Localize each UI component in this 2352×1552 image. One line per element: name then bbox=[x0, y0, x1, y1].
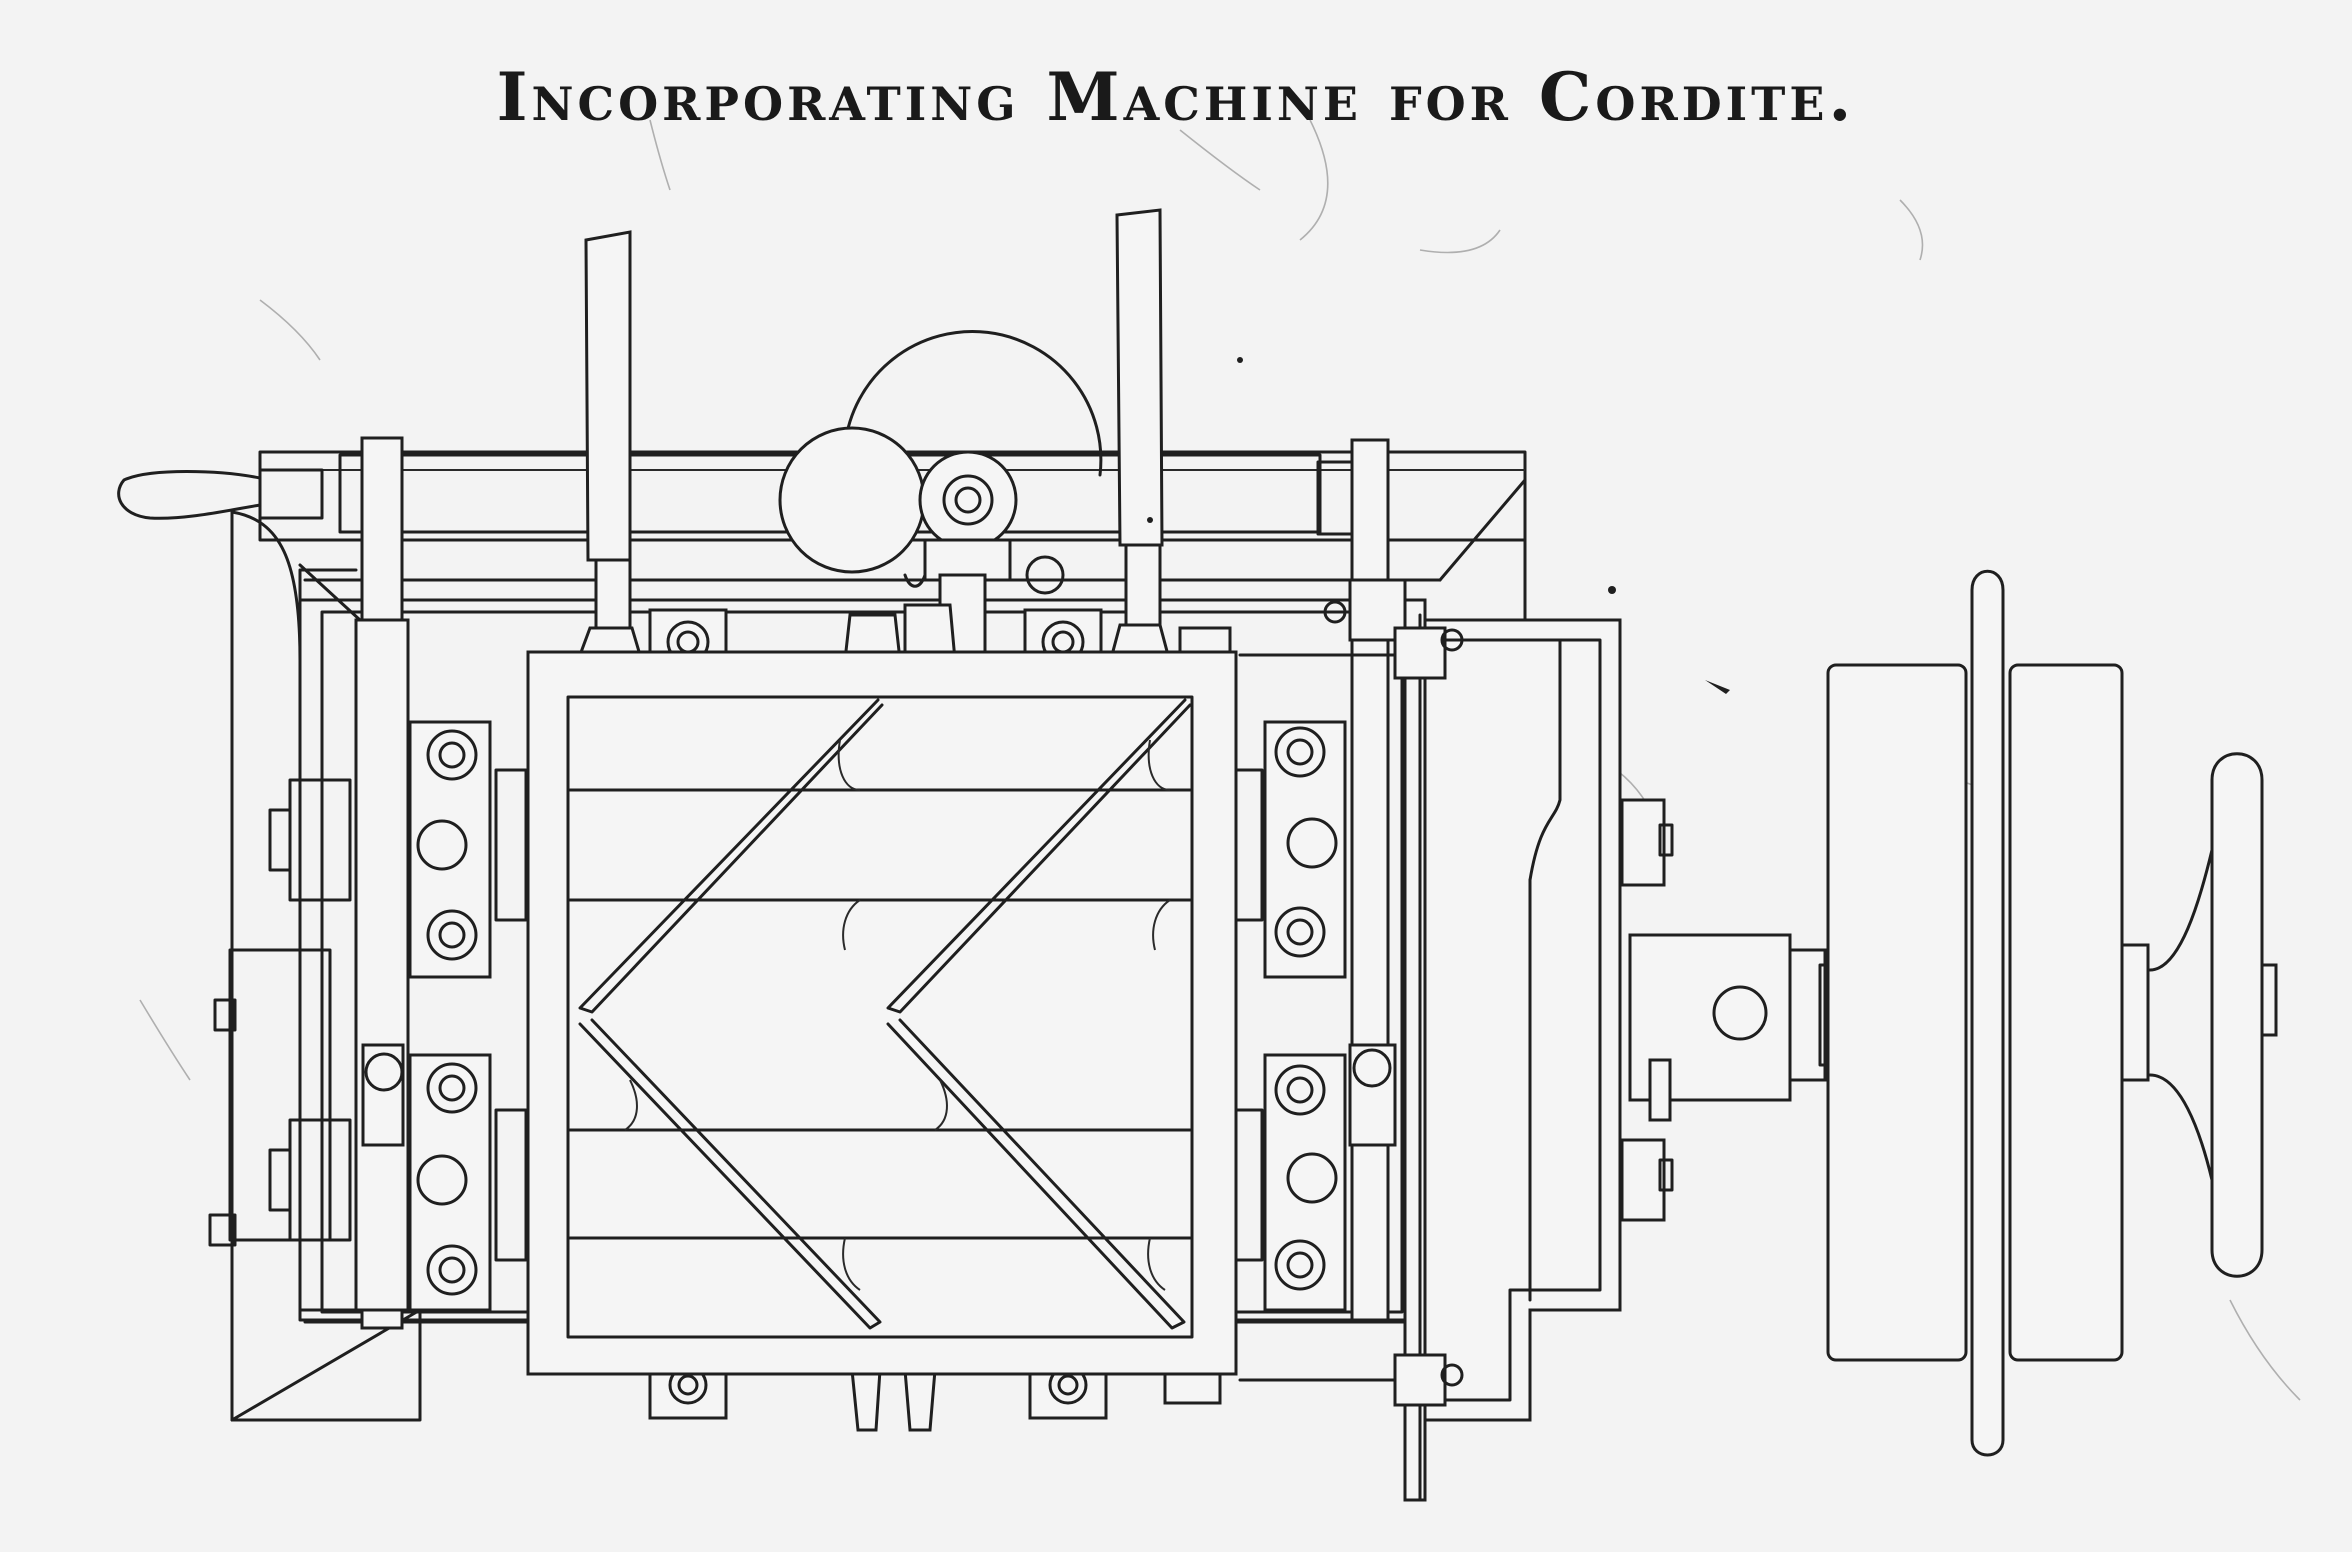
left-bearings bbox=[408, 720, 528, 1312]
mixing-trough bbox=[526, 650, 1238, 1376]
dust-specks bbox=[1147, 357, 1730, 694]
left-nuts bbox=[426, 729, 478, 1296]
side-gearbox bbox=[1238, 598, 1674, 1502]
left-columns bbox=[208, 436, 410, 1330]
levers bbox=[577, 208, 1170, 657]
drive-bracket bbox=[1628, 933, 1832, 1122]
gear-train bbox=[778, 330, 1103, 662]
right-bearings bbox=[1230, 438, 1397, 1322]
diagram-title: Incorporating Machine for Cordite. bbox=[496, 58, 1856, 136]
bottom-nuts bbox=[648, 1365, 1222, 1432]
drive-pulleys bbox=[1826, 569, 2278, 1457]
crank-handle bbox=[117, 470, 262, 520]
